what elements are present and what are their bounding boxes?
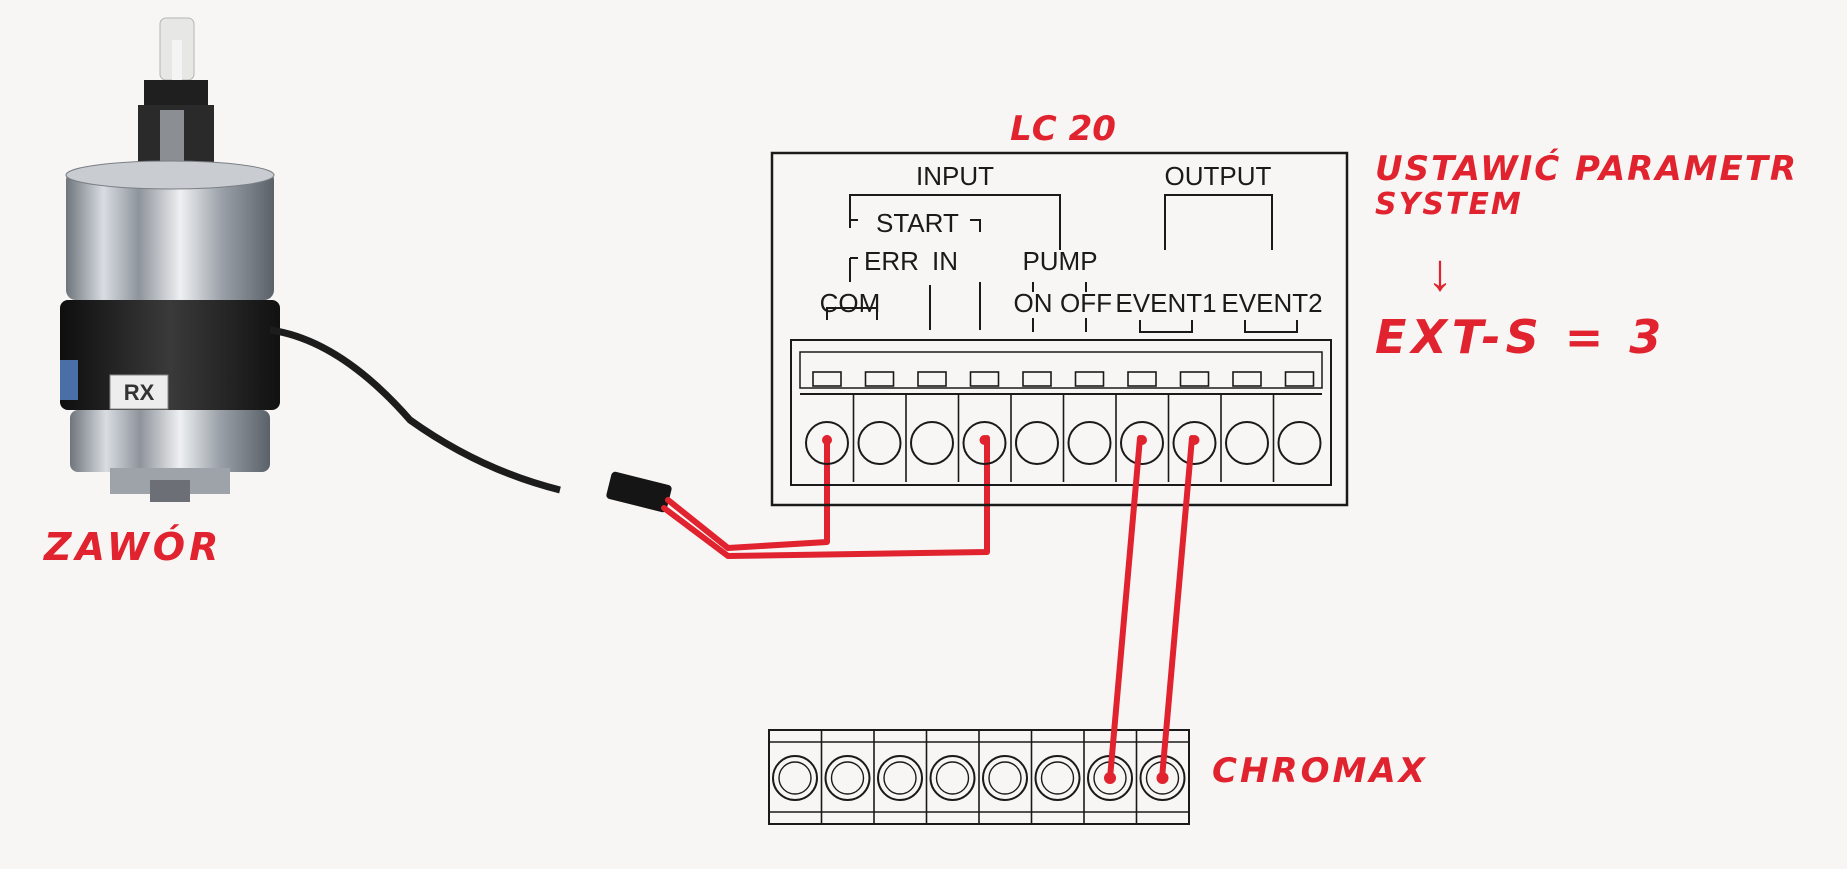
lc20-terminal	[1062, 371, 1112, 482]
system-note: USTAWIĆ PARAMETR SYSTEM ↓ EXT-S = 3	[1375, 148, 1798, 364]
lc20-terminal	[1272, 371, 1322, 482]
controller-terminal-block	[790, 339, 1332, 486]
lc20-terminal	[805, 371, 849, 465]
input-label: INPUT	[916, 161, 994, 191]
lc20-terminal	[1010, 371, 1059, 482]
valve-label: ZAWÓR	[43, 525, 222, 569]
chromax-label: CHROMAX	[1212, 751, 1428, 791]
controller-box: INPUT OUTPUT START ERR IN PUMP COM ON OF…	[770, 151, 1349, 507]
pump-label: PUMP	[1022, 246, 1097, 276]
event2-label: EVENT2	[1221, 288, 1322, 318]
chromax-terminal	[873, 730, 923, 824]
valve-cable	[269, 326, 561, 494]
lc20-terminal	[905, 371, 954, 482]
lc20-terminal	[1220, 371, 1269, 482]
chromax-terminal	[820, 730, 871, 824]
chromax-terminal	[772, 755, 818, 801]
event-wires	[1107, 435, 1195, 781]
output-label: OUTPUT	[1165, 161, 1272, 191]
note-line2: SYSTEM	[1375, 187, 1523, 222]
chromax-terminal	[925, 730, 976, 824]
chromax-terminal	[978, 730, 1028, 824]
chromax-terminal	[1030, 730, 1081, 824]
ext-s-setting: EXT-S = 3	[1375, 310, 1666, 364]
chromax-terminal-block	[768, 729, 1190, 825]
in-label: IN	[932, 246, 958, 276]
event1-label: EVENT1	[1115, 288, 1216, 318]
note-line1: USTAWIĆ PARAMETR	[1375, 148, 1798, 189]
err-label: ERR	[864, 246, 919, 276]
off-label: OFF	[1060, 288, 1112, 318]
controller-title: LC 20	[1010, 109, 1116, 149]
lc20-terminal	[957, 371, 1007, 482]
valve: RX	[60, 17, 280, 502]
com-label: COM	[820, 288, 881, 318]
lc20-terminal	[852, 371, 902, 482]
valve-wires	[661, 435, 990, 559]
cable-sleeve	[606, 471, 672, 513]
start-label: START	[876, 208, 959, 238]
down-arrow-icon: ↓	[1427, 244, 1453, 302]
on-label: ON	[1014, 288, 1053, 318]
valve-logo: RX	[124, 380, 155, 405]
